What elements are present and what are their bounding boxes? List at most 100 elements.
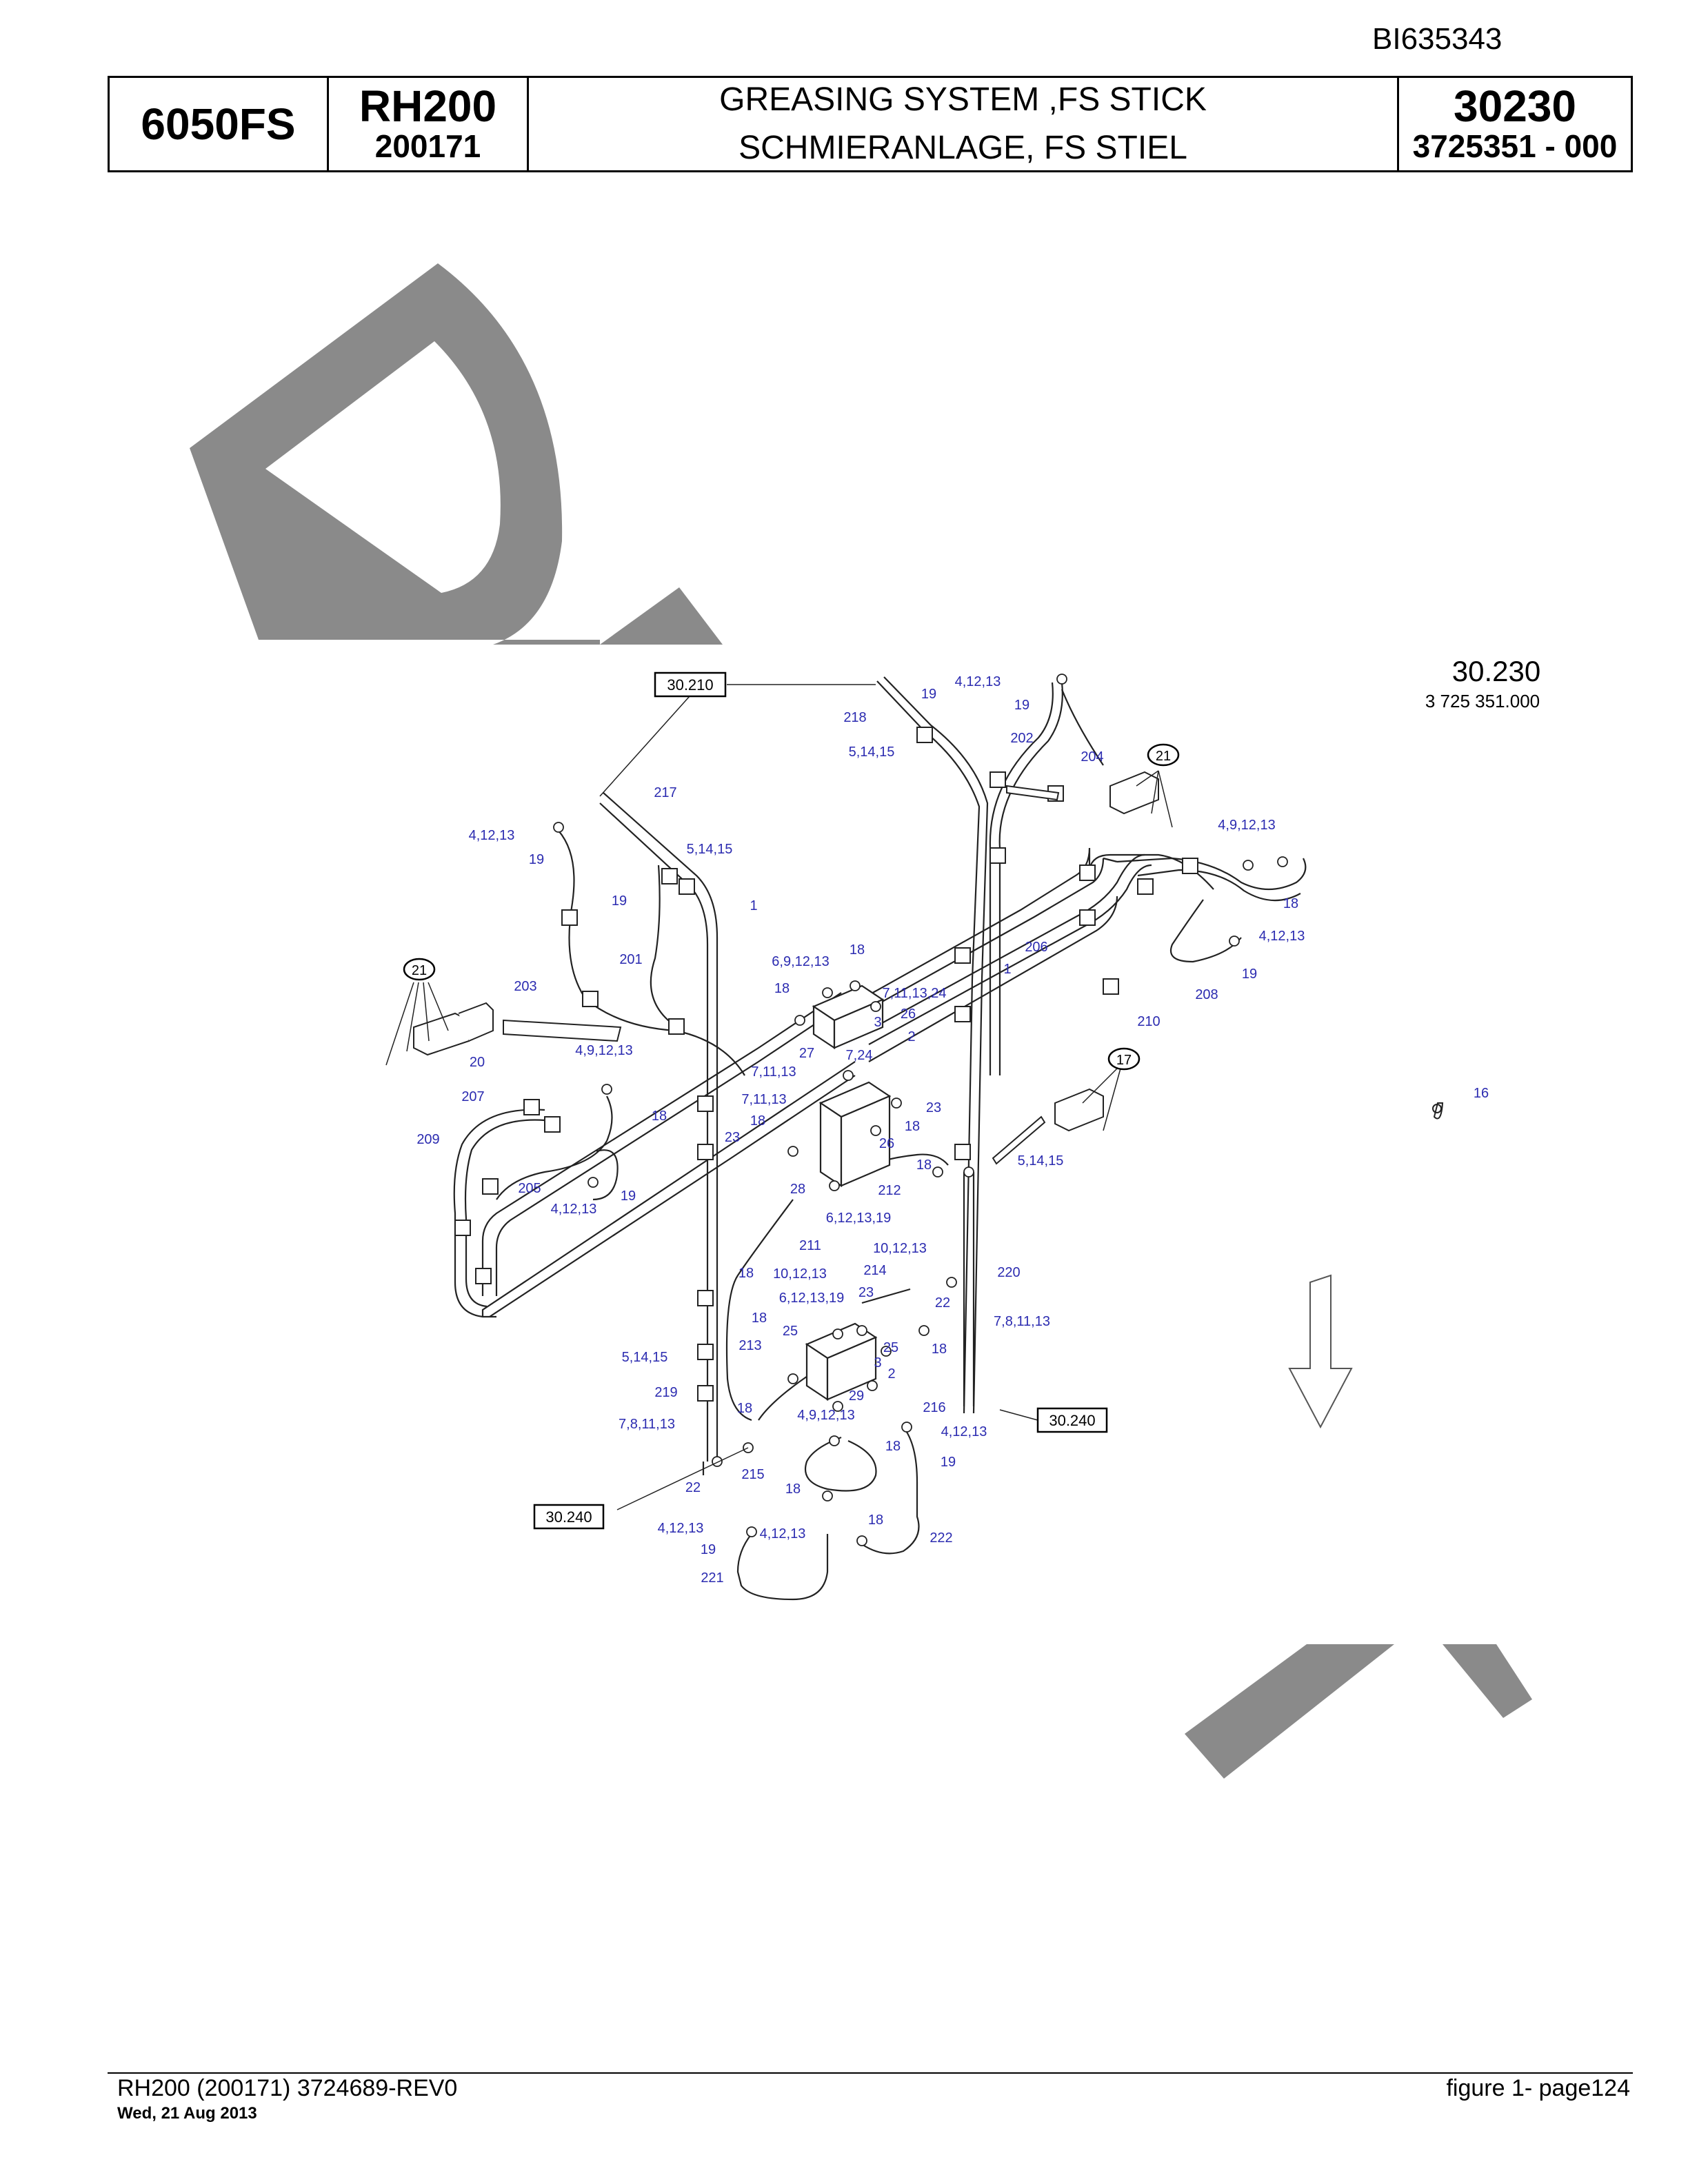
reference-leaders [385, 684, 1173, 1510]
serial-number: 200171 [374, 128, 481, 164]
item-callout: 220 [997, 1265, 1020, 1280]
item-callout: 10,12,13 [873, 1241, 927, 1256]
item-callout: 20 [470, 1055, 485, 1070]
item-callout: 7,11,13 [751, 1064, 796, 1080]
item-callout: 213 [738, 1338, 761, 1353]
distributor-valves [805, 984, 892, 1402]
item-callout: 214 [863, 1263, 886, 1278]
item-callout: 18 [738, 1266, 754, 1281]
item-callout: 18 [752, 1311, 767, 1326]
item-callout: 212 [878, 1183, 901, 1198]
item-callout: 18 [652, 1109, 667, 1124]
item-callout: 4,9,12,13 [575, 1043, 632, 1058]
item-callout: 1 [750, 898, 757, 913]
item-callout: 18 [774, 981, 790, 996]
reference-markers [403, 671, 1180, 1530]
item-callout: 2 [887, 1366, 895, 1382]
footer-document-ref: RH200 (200171) 3724689-REV0 [117, 2075, 458, 2101]
item-callout: 18 [916, 1157, 932, 1173]
item-callout: 18 [932, 1342, 947, 1357]
item-callout: 4,12,13 [955, 674, 1001, 689]
ref-box-text: 30.210 [667, 676, 713, 694]
item-callout: 18 [737, 1401, 752, 1416]
item-callout: 3 [874, 1015, 881, 1030]
direction-arrow [1288, 1274, 1353, 1429]
item-callout: 23 [858, 1285, 874, 1300]
item-callout: 22 [685, 1480, 701, 1495]
item-callout: 3 [874, 1355, 881, 1371]
item-callout: 7,11,13,24 [882, 986, 946, 1001]
footer-page: figure 1- page124 [1446, 2075, 1630, 2101]
item-callout: 19 [612, 893, 627, 909]
item-callout: 216 [923, 1400, 945, 1415]
item-callout: 18 [750, 1113, 765, 1129]
item-callout: 205 [518, 1181, 541, 1196]
item-callout: 18 [785, 1482, 801, 1497]
item-callout: 201 [619, 952, 642, 967]
item-callout: 18 [868, 1513, 883, 1528]
title-block: 6050FS RH200 200171 GREASING SYSTEM ,FS … [108, 76, 1633, 172]
item-callout: 209 [416, 1132, 439, 1147]
item-callout: 10,12,13 [773, 1266, 827, 1282]
item-callout: 22 [935, 1295, 950, 1311]
item-callout: 206 [1025, 940, 1047, 955]
item-callout: 19 [529, 852, 544, 867]
mounting-brackets [413, 771, 1444, 1165]
item-callout: 16 [1474, 1086, 1489, 1101]
item-callout: 4,9,12,13 [797, 1408, 854, 1423]
item-callout: 222 [930, 1530, 952, 1546]
item-callout: 4,12,13 [941, 1424, 987, 1439]
item-callout: 23 [725, 1130, 740, 1145]
item-callout: 4,12,13 [1259, 929, 1305, 944]
item-callout: 19 [921, 687, 936, 702]
figure-part-label: 3 725 351.000 [1425, 691, 1540, 711]
item-callout: 203 [514, 979, 536, 994]
item-callout: 28 [790, 1182, 805, 1197]
item-callout: 26 [879, 1136, 894, 1151]
item-callout: 218 [843, 710, 866, 725]
ref-box-text: 30.240 [545, 1508, 592, 1526]
item-callout: 215 [741, 1467, 764, 1482]
document-id: BI635343 [1372, 22, 1503, 56]
model-cell: 6050FS [110, 78, 329, 170]
grease-fittings [553, 674, 1288, 1546]
item-callout: 5,14,15 [687, 842, 733, 857]
item-callout: 18 [850, 942, 865, 958]
callout-circle-text: 17 [1116, 1053, 1132, 1068]
title-cell: GREASING SYSTEM ,FS STICK SCHMIERANLAGE,… [529, 78, 1399, 170]
machine-code: RH200 [359, 81, 497, 131]
item-callout: 1 [1003, 962, 1011, 977]
item-callout: 25 [783, 1324, 798, 1339]
item-callout: 19 [941, 1455, 956, 1470]
footer-date: Wed, 21 Aug 2013 [117, 2104, 257, 2123]
item-callout: 6,12,13,19 [779, 1291, 845, 1306]
item-callout: 4,9,12,13 [1218, 818, 1275, 833]
item-callout: 23 [926, 1100, 941, 1115]
item-callout: 211 [799, 1238, 821, 1253]
item-callout: 4,12,13 [760, 1526, 806, 1541]
figure-group-label: 30.230 [1452, 655, 1540, 687]
item-callout: 6,9,12,13 [772, 954, 829, 969]
item-callout: 19 [621, 1189, 636, 1204]
item-callout: 27 [799, 1046, 814, 1061]
item-callout: 4,12,13 [551, 1202, 597, 1217]
item-callout: 204 [1081, 749, 1103, 765]
item-callout: 7,8,11,13 [994, 1314, 1050, 1329]
item-callout: 29 [849, 1388, 864, 1404]
item-callout: 7,11,13 [741, 1092, 786, 1107]
item-callout: 19 [701, 1542, 716, 1557]
item-callout: 4,12,13 [469, 828, 515, 843]
item-callout: 208 [1195, 987, 1218, 1002]
item-callout: 210 [1137, 1014, 1160, 1029]
item-callout: 18 [885, 1439, 901, 1454]
model-code: 6050FS [141, 99, 296, 149]
item-callout: 221 [701, 1570, 723, 1586]
item-callout: 26 [901, 1007, 916, 1022]
item-callout: 18 [1283, 896, 1298, 911]
footer-rule [108, 2072, 1633, 2074]
item-callout: 25 [883, 1340, 898, 1355]
callout-circle-text: 21 [1156, 749, 1171, 764]
item-callout: 207 [461, 1089, 484, 1104]
